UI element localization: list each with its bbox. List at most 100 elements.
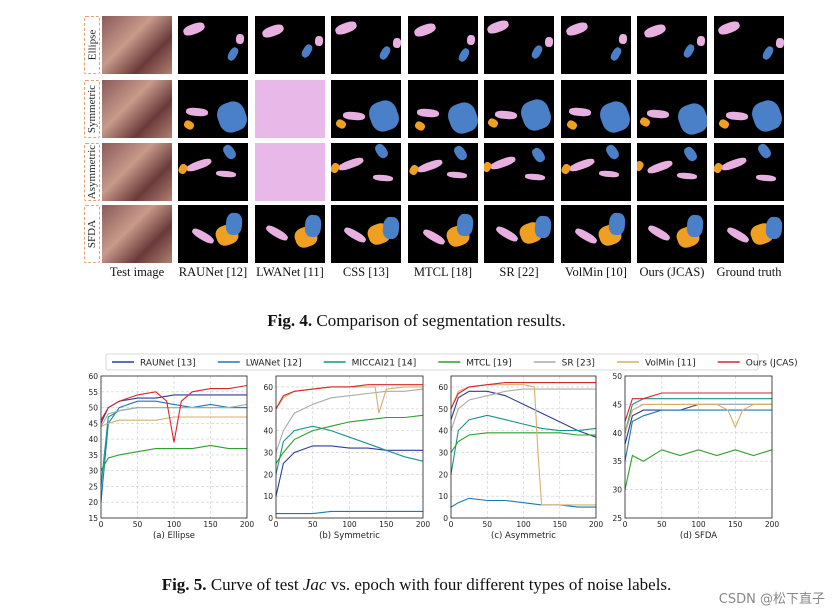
mask-region <box>524 173 546 181</box>
mask-region <box>373 143 390 161</box>
y-tick-label: 40 <box>438 427 448 436</box>
y-tick-label: 40 <box>88 435 98 444</box>
y-tick-label: 40 <box>612 429 622 438</box>
y-tick-label: 50 <box>88 404 98 413</box>
series-line <box>624 398 772 433</box>
column-label: CSS [13] <box>342 265 390 279</box>
y-tick-label: 25 <box>612 514 622 523</box>
mask-region <box>638 116 652 128</box>
row-label-ellipse: Ellipse <box>84 16 100 74</box>
mask-region <box>534 215 552 239</box>
segmentation-mask <box>178 205 248 263</box>
segmentation-mask <box>331 16 401 74</box>
legend-entry: SR [23] <box>562 359 595 369</box>
x-tick-label: 200 <box>240 520 255 529</box>
segmentation-mask <box>714 143 784 201</box>
series-line <box>624 409 772 462</box>
row-label-text: Ellipse <box>86 29 98 61</box>
mask-region <box>676 172 698 180</box>
mask-region <box>181 20 207 38</box>
mask-region <box>608 212 626 236</box>
mask-region <box>235 33 245 45</box>
mask-region <box>761 44 775 62</box>
segmentation-mask <box>714 80 784 138</box>
legend-entry: RAUNet [13] <box>140 359 196 369</box>
mask-region <box>485 18 511 36</box>
segmentation-mask <box>331 80 401 138</box>
mask-region <box>378 44 392 62</box>
y-tick-label: 55 <box>88 388 98 397</box>
legend-entry: Ours (JCAS) <box>746 359 798 369</box>
series-line <box>624 403 772 433</box>
mask-region <box>725 111 749 121</box>
y-tick-label: 40 <box>263 427 273 436</box>
caption-var: Jac <box>302 575 327 594</box>
mask-region <box>720 155 748 173</box>
segmentation-mask <box>408 16 478 74</box>
legend-entry: VolMin [11] <box>645 359 696 369</box>
x-tick-label: 100 <box>691 520 706 529</box>
mask-region <box>264 223 290 243</box>
row-label-asymmetric: Asymmetric <box>84 143 100 201</box>
mask-region <box>444 99 478 137</box>
mask-region <box>416 108 440 118</box>
column-label: RAUNet [12] <box>178 265 248 279</box>
mask-region <box>674 100 707 138</box>
mask-region <box>190 226 216 246</box>
y-tick-label: 45 <box>612 400 622 409</box>
row-label-sfda: SFDA <box>84 205 100 263</box>
y-tick-label: 15 <box>88 514 98 523</box>
x-tick-label: 200 <box>589 520 604 529</box>
mask-region <box>568 107 592 117</box>
segmentation-mask <box>714 16 784 74</box>
y-tick-label: 50 <box>438 405 448 414</box>
series-line <box>275 445 423 497</box>
test-image <box>102 80 172 138</box>
y-tick-label: 35 <box>88 451 98 460</box>
series-line <box>100 384 248 443</box>
series-line <box>100 416 247 428</box>
x-tick-label: 0 <box>99 520 104 529</box>
x-tick-label: 0 <box>274 520 279 529</box>
x-tick-label: 100 <box>516 520 531 529</box>
y-tick-label: 35 <box>612 457 622 466</box>
column-label: LWANet [11] <box>256 265 324 279</box>
mask-region <box>561 162 572 176</box>
mask-region <box>342 111 366 121</box>
x-tick-label: 200 <box>416 520 431 529</box>
mask-region <box>466 34 476 46</box>
caption-label: Fig. 5. <box>161 575 207 594</box>
y-tick-label: 0 <box>443 514 448 523</box>
y-tick-label: 50 <box>263 405 273 414</box>
legend-entry: MTCL [19] <box>466 359 511 369</box>
x-tick-label: 50 <box>657 520 667 529</box>
series-line <box>624 449 773 490</box>
series-line <box>275 384 423 410</box>
row-label-text: SFDA <box>86 219 98 249</box>
column-label: Ours (JCAS) <box>639 265 705 279</box>
row-label-symmetric: Symmetric <box>84 80 100 138</box>
y-tick-label: 0 <box>268 514 273 523</box>
mask-region <box>564 20 590 38</box>
segmentation-mask <box>178 143 248 201</box>
y-tick-label: 20 <box>438 470 448 479</box>
mask-region <box>725 225 751 245</box>
mask-region <box>333 19 359 37</box>
mask-region <box>618 33 628 45</box>
series-line <box>100 400 247 503</box>
legend-entry: LWANet [12] <box>246 359 302 369</box>
mask-region <box>604 143 621 162</box>
mask-region <box>748 97 784 135</box>
x-axis-label: (b) Symmetric <box>319 531 380 541</box>
mask-region <box>413 120 427 132</box>
segmentation-mask <box>331 205 401 263</box>
figure-5-charts: RAUNet [13]LWANet [12]MICCAI21 [14]MTCL … <box>88 353 798 541</box>
mask-region <box>178 162 189 176</box>
column-label: Ground truth <box>716 265 782 279</box>
x-tick-label: 50 <box>308 520 318 529</box>
segmentation-mask <box>255 143 325 201</box>
series-line <box>275 388 424 453</box>
plot-frame <box>624 375 773 519</box>
segmentation-mask <box>178 16 248 74</box>
